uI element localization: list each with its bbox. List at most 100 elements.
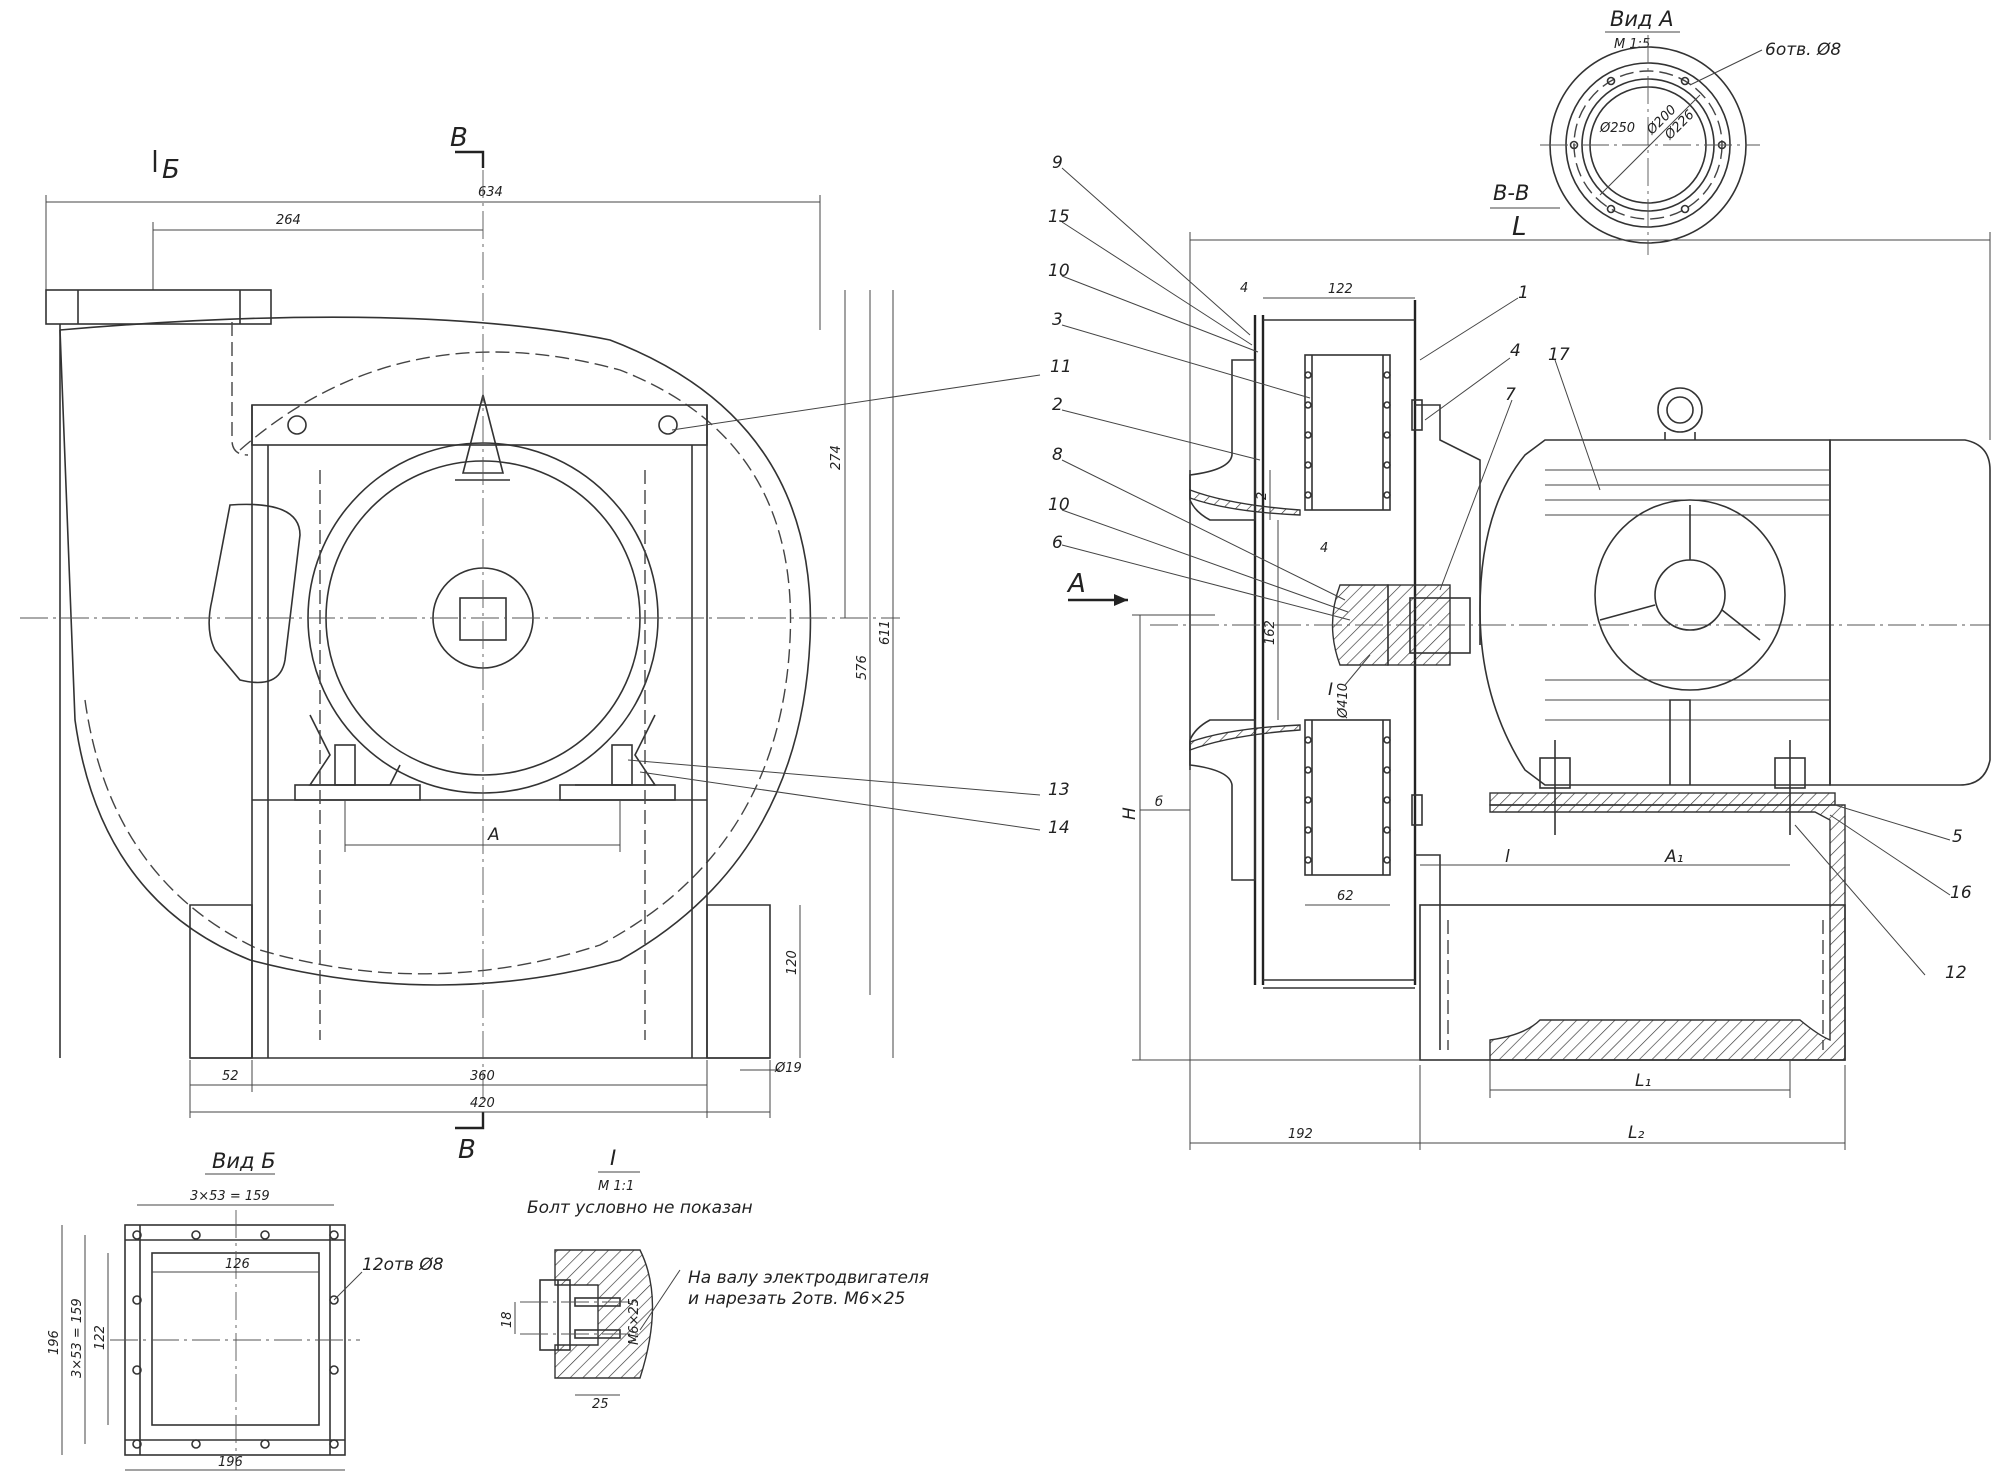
impeller-blades-bottom [1304,719,1391,876]
motor-junction-box [208,503,301,684]
detail-i: I М 1:1 Болт условно не показан 18 25 М6… [500,1146,929,1412]
base-channel-left [189,904,253,1059]
section-mark-v-top: В [450,123,485,168]
section-vv-dim-62: 62 [1337,889,1354,904]
section-vv-dim-h: H [1120,807,1140,820]
motor-base-plate [1489,792,1836,806]
detail-i-note-shaft-1: На валу электродвигателя [688,1268,929,1288]
dim-264: 264 [276,213,301,228]
section-vv-dim-l-small: l [1505,847,1510,867]
section-vv-title: В-В [1493,181,1529,205]
view-b-holes [132,1230,339,1449]
section-vv-dim-2: 2 [1255,492,1270,500]
callout-10b: 10 [1048,495,1070,515]
section-mark-v-bottom: В [455,1112,485,1165]
outlet-flange [45,289,272,325]
section-vv-dim-122: 122 [1328,282,1353,297]
dim-360: 360 [470,1069,495,1084]
impeller-rivets [1304,371,1391,864]
front-view: Б В В 634 264 [20,123,1072,1165]
callout-9: 9 [1052,153,1063,173]
callout-10a: 10 [1048,261,1070,281]
callout-4: 4 [1510,341,1521,361]
callout-1: 1 [1518,283,1529,303]
view-b-flange-inner [151,1252,320,1426]
detail-i-note-bolt: Болт условно не показан [527,1198,753,1218]
dim-576: 576 [855,655,870,680]
view-b-dim-top: 3×53 = 159 [190,1189,270,1204]
motor-cooling-fins [1545,469,1830,721]
section-vv-dim-410: Ø410 [1336,683,1351,719]
dim-634: 634 [478,185,503,200]
view-b: Вид Б 3×53 = 159 126 196 196 3×53 = 159 … [47,1149,444,1471]
detail-i-mark: I [1328,680,1333,700]
detail-i-dim-25: 25 [592,1397,609,1412]
view-a-arrow-label: A [1066,569,1086,599]
dim-52: 52 [222,1069,239,1084]
dim-274: 274 [829,445,844,470]
dim-120: 120 [785,950,800,975]
section-mark-v-bottom-label: В [458,1135,476,1165]
callout-14: 14 [1048,818,1070,838]
section-vv-dim-192: 192 [1288,1127,1313,1142]
view-b-dim-left-middle: 3×53 = 159 [70,1298,85,1378]
view-b-dim-bottom: 196 [218,1455,243,1470]
section-mark-b: Б [153,150,180,185]
callout-8: 8 [1052,445,1063,465]
callout-17: 17 [1548,345,1570,365]
view-a-holes [1569,76,1727,214]
view-a-dim-250: Ø250 [1599,121,1635,136]
callout-5: 5 [1952,827,1963,847]
base-frame [1419,904,1846,1061]
callout-6: 6 [1052,533,1063,553]
view-b-dim-left-outer: 196 [47,1330,62,1355]
detail-i-note-shaft-2: и нарезать 2отв. М6×25 [688,1289,905,1309]
section-vv-dim-b: б [1155,795,1163,810]
callout-7: 7 [1505,385,1516,405]
dim-a: A [487,825,500,845]
view-a: Вид А М 1:5 Ø250 Ø200 Ø226 6отв. Ø8 [1540,7,1841,255]
view-a-holes-note: 6отв. Ø8 [1765,40,1841,60]
view-b-dim-inner: 126 [225,1257,250,1272]
base-channel-right [706,904,771,1059]
detail-i-dim-m6: М6×25 [627,1298,642,1345]
motor-body [1479,439,1831,786]
section-vv-dim-a1: A₁ [1664,847,1683,867]
motor-end-shield [1594,499,1786,691]
callout-11: 11 [1050,357,1072,377]
callout-12: 12 [1945,963,1967,983]
detail-i-dim-18: 18 [500,1311,515,1328]
motor-lifting-eye [1657,387,1703,433]
detail-i-scale: М 1:1 [598,1179,634,1194]
section-vv-dim-4-top: 4 [1240,281,1248,296]
view-b-holes-note: 12отв Ø8 [362,1255,444,1275]
dim-611: 611 [878,620,893,645]
section-vv-dim-162: 162 [1263,620,1278,645]
view-a-title: Вид А [1610,7,1674,31]
view-b-title: Вид Б [212,1149,276,1173]
detail-i-section [554,1249,654,1379]
dim-420: 420 [470,1096,495,1111]
callout-15: 15 [1048,207,1070,227]
detail-i-title: I [610,1146,616,1170]
volute-hidden-outline [84,351,792,975]
view-b-dim-left-inner: 122 [93,1325,108,1350]
section-vv-dim-l: L [1512,212,1527,242]
section-vv-dim-l1: L₁ [1635,1071,1651,1091]
section-vv-dim-4-mid: 4 [1320,541,1328,556]
section-mark-v-top-label: В [450,123,468,153]
callout-3: 3 [1052,310,1063,330]
motor-fan-cover [1829,439,1991,786]
callout-16: 16 [1950,883,1972,903]
view-a-scale: М 1:5 [1614,37,1650,52]
dim-19: Ø19 [774,1061,802,1076]
section-mark-b-label: Б [162,155,180,185]
callout-2: 2 [1052,395,1063,415]
impeller-blades-top [1304,354,1391,511]
base-channel-section [1489,804,1846,1061]
section-vv: В-В L 122 4 [1048,153,1991,1150]
volute-casing [59,316,812,986]
callout-13: 13 [1048,780,1070,800]
section-vv-dim-l2: L₂ [1628,1123,1644,1143]
